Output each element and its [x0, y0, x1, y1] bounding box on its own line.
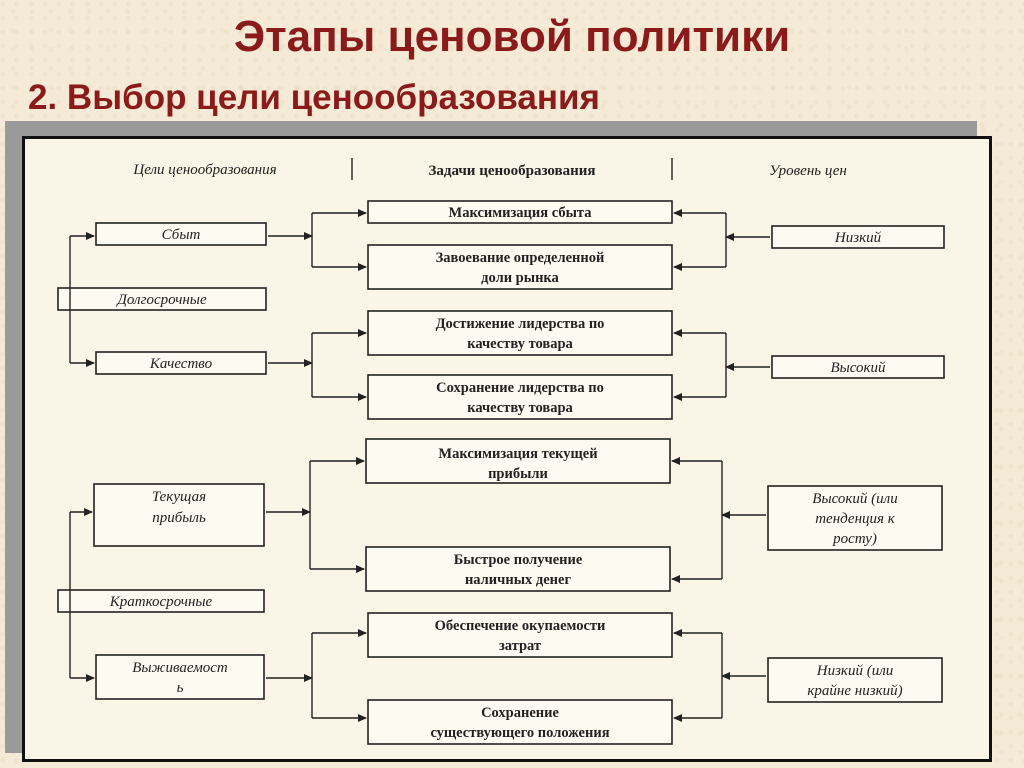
goal-sales-label: Сбыт [162, 227, 201, 243]
goal-box-sales [95, 222, 267, 246]
goal-profit-label-2: прибыль [152, 510, 206, 526]
level-high-trend-label-1: Высокий (или [812, 491, 897, 507]
task-box-7 [367, 612, 673, 658]
task-5-label-2: прибыли [488, 466, 548, 482]
task-2-label-2: доли рынка [481, 270, 559, 286]
group-box-long-term [57, 287, 267, 311]
goal-survival-label-2: ь [177, 680, 184, 696]
task-7-label-1: Обеспечение окупаемости [435, 618, 606, 634]
level-high-trend-label-2: тенденция к [815, 511, 896, 527]
level-high-trend-label-3: росту) [832, 531, 877, 547]
level-box-high-trend [767, 485, 943, 551]
task-2-label-1: Завоевание определенной [436, 250, 605, 266]
level-low-label: Низкий [834, 230, 882, 246]
task-8-label-2: существующего положения [430, 725, 609, 741]
slide-title: Этапы ценовой политики [233, 12, 791, 61]
goal-box-survival [95, 654, 265, 700]
level-high-label: Высокий [830, 360, 886, 376]
task-3-label-1: Достижение лидерства по [436, 316, 605, 332]
task-box-4 [367, 374, 673, 420]
task-box-8 [367, 699, 673, 745]
task-7-label-2: затрат [499, 638, 541, 654]
task-5-label-1: Максимизация текущей [438, 446, 597, 462]
group-long-term-label: Долгосрочные [115, 292, 207, 308]
goal-box-current-profit [93, 483, 265, 547]
goal-survival-label-1: Выживаемост [132, 660, 228, 676]
task-3-label-2: качеству товара [467, 336, 573, 352]
task-4-label-2: качеству товара [467, 400, 573, 416]
level-low-very-label-2: крайне низкий) [807, 683, 902, 699]
header-tasks: Задачи ценообразования [428, 163, 595, 179]
level-low-very-label-1: Низкий (или [816, 663, 894, 679]
group-short-term-label: Краткосрочные [109, 594, 213, 610]
task-4-label-1: Сохранение лидерства по [436, 380, 604, 396]
task-box-6 [365, 546, 671, 592]
task-6-label-1: Быстрое получение [454, 552, 583, 568]
level-box-high [771, 355, 945, 379]
task-box-5 [365, 438, 671, 484]
level-box-low-very [767, 657, 943, 703]
task-box-3 [367, 310, 673, 356]
task-1-label: Максимизация сбыта [449, 205, 593, 221]
header-levels: Уровень цен [769, 163, 847, 179]
goal-profit-label-1: Текущая [152, 489, 206, 505]
slide-subtitle: 2. Выбор цели ценообразования [28, 78, 600, 117]
goal-quality-label: Качество [149, 356, 213, 372]
goal-box-quality [95, 351, 267, 375]
task-box-1 [367, 200, 673, 224]
header-goals: Цели ценообразования [132, 162, 276, 178]
group-box-short-term [57, 589, 265, 613]
task-6-label-2: наличных денег [465, 572, 572, 588]
level-box-low [771, 225, 945, 249]
task-box-2 [367, 244, 673, 290]
task-8-label-1: Сохранение [481, 705, 559, 721]
